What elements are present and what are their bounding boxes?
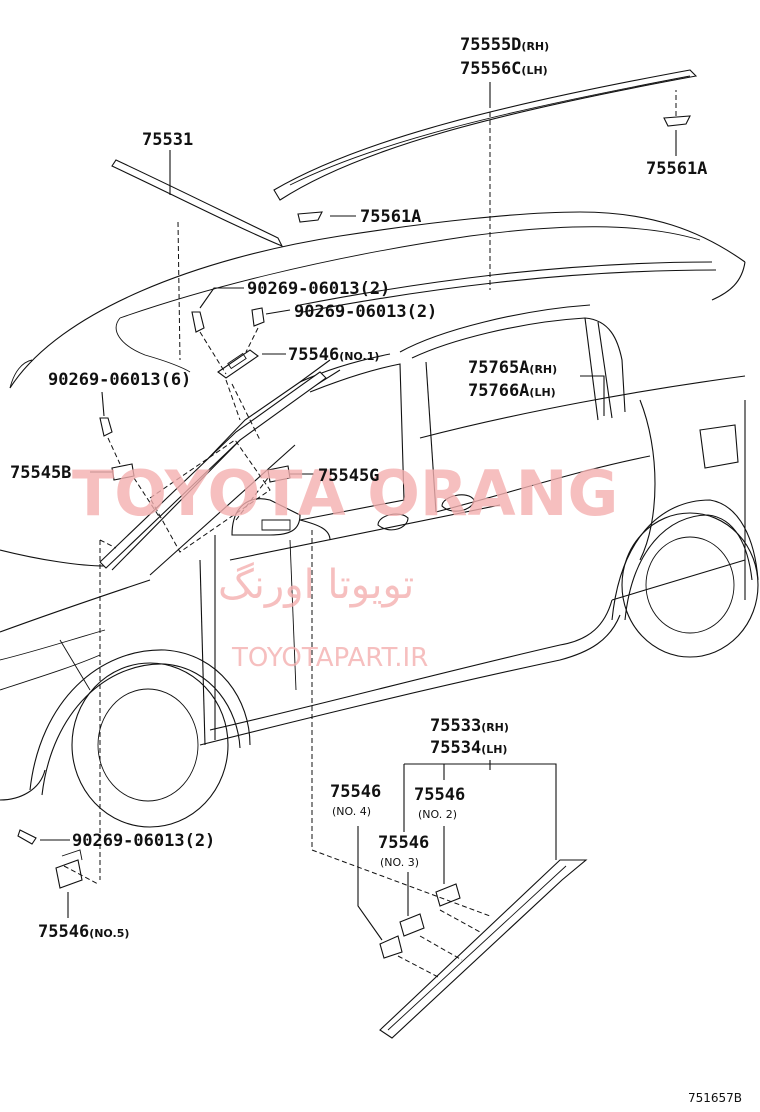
watermark-brand: TOYOTA ORANG <box>72 457 618 530</box>
clip-75561A-top <box>663 115 691 127</box>
watermark-site: TOYOTAPART.IR <box>231 643 428 673</box>
bracket-75546-no5 <box>55 859 83 889</box>
bracket-75546-no3 <box>399 913 425 937</box>
callout-75546-no1: 75546(NO.1) <box>288 345 379 365</box>
clip-90269-c <box>99 417 113 437</box>
callout-75546-no3-note: (NO. 3) <box>380 856 419 869</box>
bracket-75546-no2 <box>435 883 461 907</box>
callout-75546-no4-note: (NO. 4) <box>332 805 371 818</box>
callout-75546-no2-num: 75546 <box>414 785 465 805</box>
callout-75766A: 75766A(LH) <box>468 381 556 401</box>
leader-lines <box>40 82 677 979</box>
clip-75561A-mid <box>297 211 323 223</box>
callout-75561A-top: 75561A <box>646 159 707 179</box>
callout-75561A-mid: 75561A <box>360 207 421 227</box>
bracket-75545B <box>111 463 135 481</box>
bracket-75545G <box>267 465 291 483</box>
callout-clip-b: 90269-06013(2) <box>294 302 437 322</box>
diagram-code: 751657B <box>688 1091 742 1105</box>
clip-90269-a <box>191 311 205 333</box>
clip-90269-d <box>17 829 37 845</box>
callout-75531: 75531 <box>142 130 193 150</box>
callout-clip-d: 90269-06013(2) <box>72 831 215 851</box>
watermark: TOYOTA ORANG تویوتا اورنگ TOYOTAPART.IR <box>72 457 618 673</box>
callout-75545G: 75545G <box>318 466 379 486</box>
callout-75545B: 75545B <box>10 463 71 483</box>
rocker-molding-75533 <box>379 859 588 1039</box>
clip-90269-b <box>251 307 265 327</box>
callout-clip-a: 90269-06013(2) <box>247 279 390 299</box>
callout-75534: 75534(LH) <box>430 738 507 758</box>
watermark-persian: تویوتا اورنگ <box>218 562 414 608</box>
roof-drip-molding-75531 <box>111 159 284 248</box>
callout-75533: 75533(RH) <box>430 716 509 736</box>
callout-75546-no3-num: 75546 <box>378 833 429 853</box>
callout-labels: 75555D(RH) 75556C(LH) 75531 75561A 75561… <box>10 35 742 1105</box>
callout-75765A: 75765A(RH) <box>468 358 557 378</box>
bracket-75546-no4 <box>379 935 403 959</box>
roof-side-molding-75555D <box>273 69 698 201</box>
parts <box>17 69 698 1039</box>
callout-75546-no4-num: 75546 <box>330 782 381 802</box>
callout-75555D: 75555D(RH) <box>460 35 549 55</box>
windshield-molding <box>99 371 327 569</box>
callout-75556C: 75556C(LH) <box>460 59 548 79</box>
callout-75546-no2-note: (NO. 2) <box>418 808 457 821</box>
callout-75546-no5: 75546(NO.5) <box>38 922 129 942</box>
callout-clip-c: 90269-06013(6) <box>48 370 191 390</box>
